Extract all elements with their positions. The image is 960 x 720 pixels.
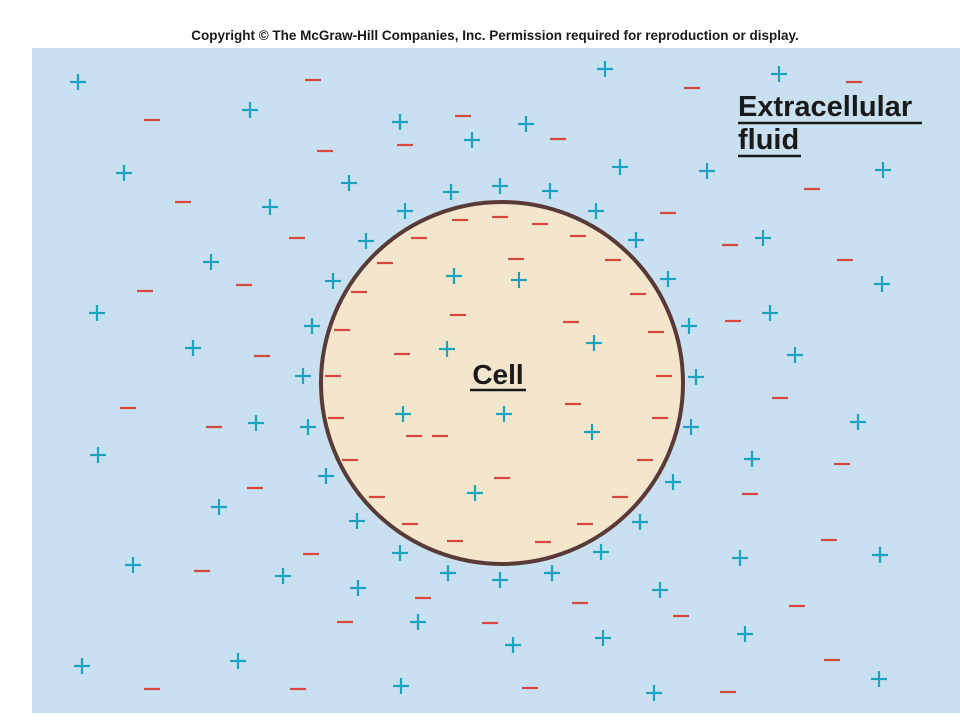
positive-charge-icon bbox=[358, 233, 374, 249]
positive-charge-icon bbox=[588, 203, 604, 219]
positive-charge-icon bbox=[304, 318, 320, 334]
extracellular-label-line2: fluid bbox=[738, 124, 799, 156]
positive-charge-icon bbox=[699, 163, 715, 179]
positive-charge-icon bbox=[392, 114, 408, 130]
positive-charge-icon bbox=[542, 183, 558, 199]
positive-charge-icon bbox=[230, 653, 246, 669]
positive-charge-icon bbox=[586, 335, 602, 351]
positive-charge-icon bbox=[518, 116, 534, 132]
positive-charge-icon bbox=[89, 305, 105, 321]
positive-charge-icon bbox=[584, 424, 600, 440]
positive-charge-icon bbox=[90, 447, 106, 463]
positive-charge-icon bbox=[318, 468, 334, 484]
positive-charge-icon bbox=[492, 572, 508, 588]
positive-charge-icon bbox=[646, 685, 662, 701]
positive-charge-icon bbox=[464, 132, 480, 148]
positive-charge-icon bbox=[275, 568, 291, 584]
positive-charge-icon bbox=[410, 614, 426, 630]
positive-charge-icon bbox=[787, 347, 803, 363]
positive-charge-icon bbox=[681, 318, 697, 334]
copyright-notice: Copyright © The McGraw-Hill Companies, I… bbox=[191, 28, 799, 43]
positive-charge-icon bbox=[505, 637, 521, 653]
positive-charge-icon bbox=[325, 273, 341, 289]
positive-charge-icon bbox=[70, 74, 86, 90]
positive-charge-icon bbox=[665, 474, 681, 490]
positive-charge-icon bbox=[737, 626, 753, 642]
positive-charge-icon bbox=[262, 199, 278, 215]
positive-charge-icon bbox=[597, 61, 613, 77]
positive-charge-icon bbox=[295, 368, 311, 384]
positive-charge-icon bbox=[683, 419, 699, 435]
positive-charge-icon bbox=[467, 485, 483, 501]
positive-charge-icon bbox=[511, 272, 527, 288]
positive-charge-icon bbox=[349, 513, 365, 529]
cell-label: Cell bbox=[472, 359, 523, 390]
positive-charge-icon bbox=[392, 545, 408, 561]
positive-charge-icon bbox=[492, 178, 508, 194]
positive-charge-icon bbox=[397, 203, 413, 219]
positive-charge-icon bbox=[771, 66, 787, 82]
positive-charge-icon bbox=[242, 102, 258, 118]
positive-charge-icon bbox=[660, 271, 676, 287]
positive-charge-icon bbox=[593, 544, 609, 560]
positive-charge-icon bbox=[612, 159, 628, 175]
positive-charge-icon bbox=[732, 550, 748, 566]
positive-charge-icon bbox=[874, 276, 890, 292]
positive-charge-icon bbox=[850, 414, 866, 430]
extracellular-label-line1: Extracellular bbox=[738, 91, 912, 123]
positive-charge-icon bbox=[203, 254, 219, 270]
positive-charge-icon bbox=[74, 658, 90, 674]
positive-charge-icon bbox=[762, 305, 778, 321]
positive-charge-icon bbox=[443, 184, 459, 200]
positive-charge-icon bbox=[446, 268, 462, 284]
positive-charge-icon bbox=[248, 415, 264, 431]
positive-charge-icon bbox=[300, 419, 316, 435]
positive-charge-icon bbox=[875, 162, 891, 178]
positive-charge-icon bbox=[755, 230, 771, 246]
positive-charge-icon bbox=[395, 406, 411, 422]
positive-charge-icon bbox=[116, 165, 132, 181]
positive-charge-icon bbox=[872, 547, 888, 563]
positive-charge-icon bbox=[439, 341, 455, 357]
positive-charge-icon bbox=[688, 369, 704, 385]
positive-charge-icon bbox=[185, 340, 201, 356]
positive-charge-icon bbox=[632, 514, 648, 530]
positive-charge-icon bbox=[628, 232, 644, 248]
positive-charge-icon bbox=[211, 499, 227, 515]
positive-charge-icon bbox=[595, 630, 611, 646]
positive-charge-icon bbox=[393, 678, 409, 694]
charge-symbols bbox=[70, 61, 891, 701]
positive-charge-icon bbox=[744, 451, 760, 467]
positive-charge-icon bbox=[496, 406, 512, 422]
positive-charge-icon bbox=[440, 565, 456, 581]
positive-charge-icon bbox=[544, 565, 560, 581]
positive-charge-icon bbox=[871, 671, 887, 687]
positive-charge-icon bbox=[341, 175, 357, 191]
positive-charge-icon bbox=[350, 580, 366, 596]
positive-charge-icon bbox=[652, 582, 668, 598]
positive-charge-icon bbox=[125, 557, 141, 573]
cell-body bbox=[319, 200, 685, 566]
